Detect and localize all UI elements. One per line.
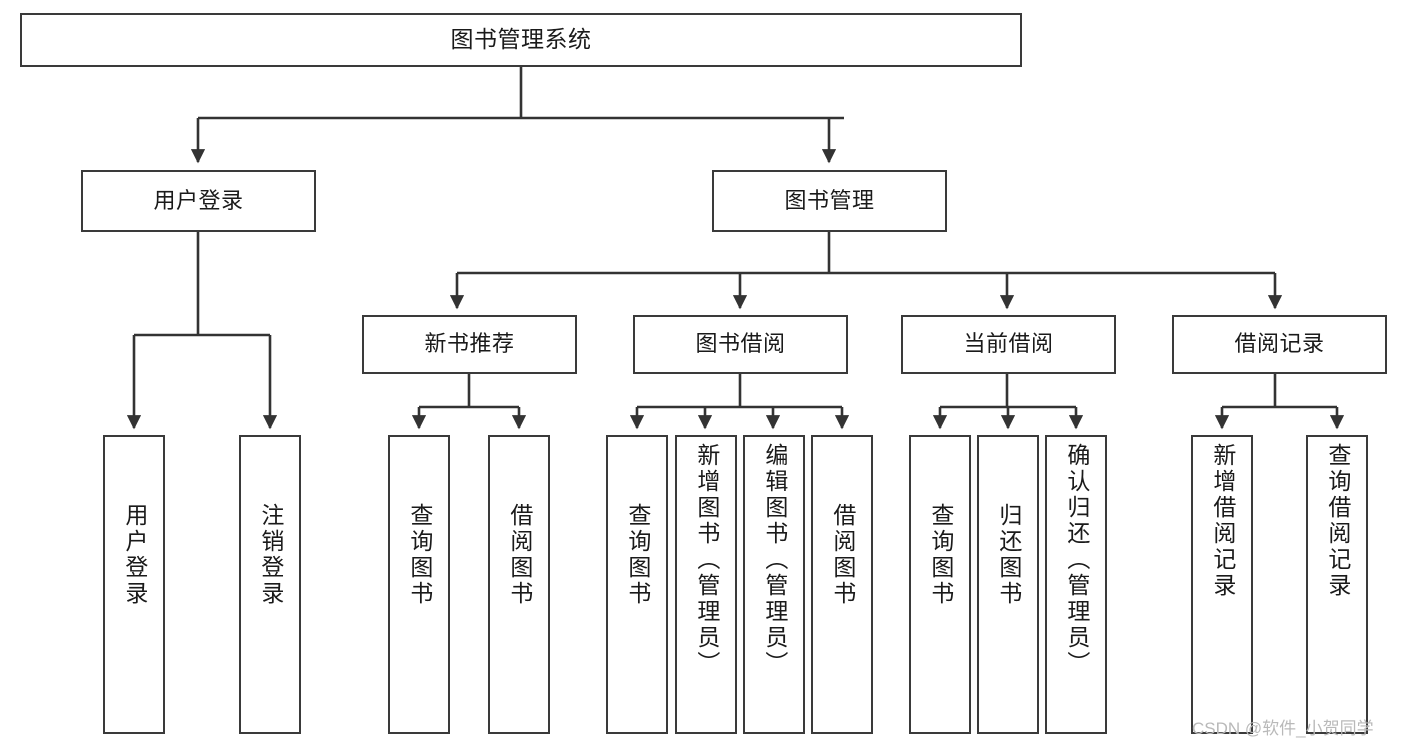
node-label: 归还图书 (995, 503, 1022, 607)
node-root-system[interactable]: 图书管理系统 (20, 13, 1022, 67)
watermark-text: CSDN @软件_小贺同学 (1192, 719, 1374, 738)
node-label: 用户登录 (153, 187, 244, 213)
node-label: 图书管理系统 (450, 26, 592, 53)
node-current-borrow[interactable]: 当前借阅 (901, 315, 1116, 374)
leaf-user-logout[interactable]: 注销登录 (239, 435, 301, 734)
node-label: 查询借阅记录 (1324, 443, 1351, 599)
node-label: 用户登录 (121, 503, 148, 607)
leaf-add-borrow-record[interactable]: 新增借阅记录 (1191, 435, 1253, 734)
leaf-query-book-recommend[interactable]: 查询图书 (388, 435, 450, 734)
node-label: 查询图书 (927, 503, 954, 607)
node-label: 借阅图书 (829, 503, 856, 607)
node-label: 查询图书 (624, 503, 651, 607)
node-borrow-record[interactable]: 借阅记录 (1172, 315, 1387, 374)
node-label: 注销登录 (257, 503, 284, 607)
node-label: 借阅图书 (506, 503, 533, 607)
leaf-query-book-borrow[interactable]: 查询图书 (606, 435, 668, 734)
leaf-return-book[interactable]: 归还图书 (977, 435, 1039, 734)
node-user-login[interactable]: 用户登录 (81, 170, 316, 232)
node-book-management[interactable]: 图书管理 (712, 170, 947, 232)
node-label: 图书管理 (784, 187, 875, 213)
node-label: 借阅记录 (1234, 331, 1325, 357)
leaf-edit-book-admin[interactable]: 编辑图书（管理员） (743, 435, 805, 734)
leaf-confirm-return-admin[interactable]: 确认归还（管理员） (1045, 435, 1107, 734)
node-label: 编辑图书（管理员） (761, 443, 788, 677)
node-label: 新书推荐 (424, 331, 515, 357)
leaf-borrow-book-borrow[interactable]: 借阅图书 (811, 435, 873, 734)
node-label: 当前借阅 (963, 331, 1054, 357)
node-label: 图书借阅 (695, 331, 786, 357)
node-label: 新增图书（管理员） (693, 443, 720, 677)
node-label: 新增借阅记录 (1209, 443, 1236, 599)
leaf-borrow-book-recommend[interactable]: 借阅图书 (488, 435, 550, 734)
node-new-book-recommend[interactable]: 新书推荐 (362, 315, 577, 374)
leaf-query-book-current[interactable]: 查询图书 (909, 435, 971, 734)
leaf-user-login[interactable]: 用户登录 (103, 435, 165, 734)
node-label: 查询图书 (406, 503, 433, 607)
leaf-query-borrow-record[interactable]: 查询借阅记录 (1306, 435, 1368, 734)
node-label: 确认归还（管理员） (1063, 443, 1090, 677)
leaf-add-book-admin[interactable]: 新增图书（管理员） (675, 435, 737, 734)
node-book-borrow[interactable]: 图书借阅 (633, 315, 848, 374)
